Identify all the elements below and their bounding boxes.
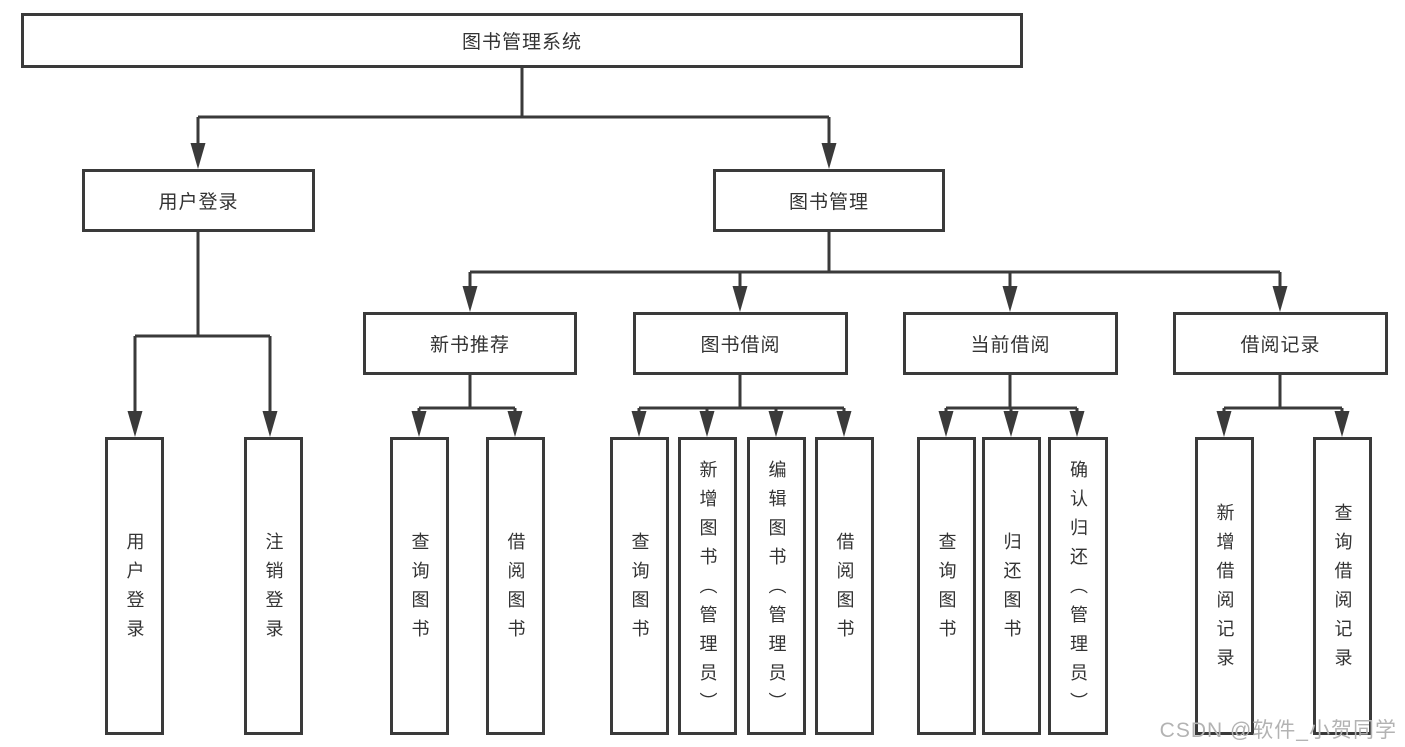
node-book-management-label: 图书管理: [788, 192, 869, 213]
leaf-add-borrow-record-label: 新增借阅记录: [1214, 503, 1235, 677]
leaf-bor-query-book: 查询图书: [610, 437, 669, 735]
node-current-borrowing-label: 当前借阅: [970, 335, 1051, 356]
node-book-borrowing: 图书借阅: [633, 312, 848, 375]
leaf-user-login: 用户登录: [105, 437, 164, 735]
leaf-bor-query-book-label: 查询图书: [629, 532, 650, 648]
leaf-query-borrow-record: 查询借阅记录: [1313, 437, 1372, 735]
csdn-watermark: CSDN @软件_小贺同学: [1159, 719, 1397, 742]
leaf-query-borrow-record-label: 查询借阅记录: [1332, 503, 1353, 677]
node-new-book-recommend-label: 新书推荐: [429, 335, 510, 356]
node-library-management-system: 图书管理系统: [21, 13, 1023, 68]
node-library-management-system-label: 图书管理系统: [461, 32, 582, 53]
leaf-add-book-admin: 新增图书（管理员）: [678, 437, 737, 735]
leaf-rec-borrow-book-label: 借阅图书: [505, 532, 526, 648]
node-book-management: 图书管理: [713, 169, 945, 232]
leaf-confirm-return-admin: 确认归还（管理员）: [1048, 437, 1108, 735]
leaf-edit-book-admin-label: 编辑图书（管理员）: [766, 459, 787, 721]
leaf-cur-query-book-label: 查询图书: [936, 532, 957, 648]
node-borrowing-records-label: 借阅记录: [1240, 335, 1321, 356]
leaf-logout: 注销登录: [244, 437, 303, 735]
node-current-borrowing: 当前借阅: [903, 312, 1118, 375]
leaf-cur-query-book: 查询图书: [917, 437, 976, 735]
node-book-borrowing-label: 图书借阅: [700, 335, 781, 356]
leaf-add-book-admin-label: 新增图书（管理员）: [697, 459, 718, 721]
leaf-confirm-return-admin-label: 确认归还（管理员）: [1068, 459, 1088, 721]
node-borrowing-records: 借阅记录: [1173, 312, 1388, 375]
leaf-return-book: 归还图书: [982, 437, 1041, 735]
node-user-login-label: 用户登录: [158, 192, 239, 213]
node-new-book-recommend: 新书推荐: [363, 312, 577, 375]
arrowhead-icons: [127, 143, 1350, 437]
leaf-edit-book-admin: 编辑图书（管理员）: [747, 437, 806, 735]
node-user-login: 用户登录: [82, 169, 315, 232]
leaf-user-login-label: 用户登录: [124, 532, 145, 648]
leaf-bor-borrow-book-label: 借阅图书: [834, 532, 855, 648]
leaf-bor-borrow-book: 借阅图书: [815, 437, 874, 735]
leaf-rec-query-book: 查询图书: [390, 437, 449, 735]
leaf-rec-borrow-book: 借阅图书: [486, 437, 545, 735]
leaf-return-book-label: 归还图书: [1001, 532, 1022, 648]
leaf-rec-query-book-label: 查询图书: [409, 532, 430, 648]
leaf-add-borrow-record: 新增借阅记录: [1195, 437, 1254, 735]
leaf-logout-label: 注销登录: [263, 532, 284, 648]
